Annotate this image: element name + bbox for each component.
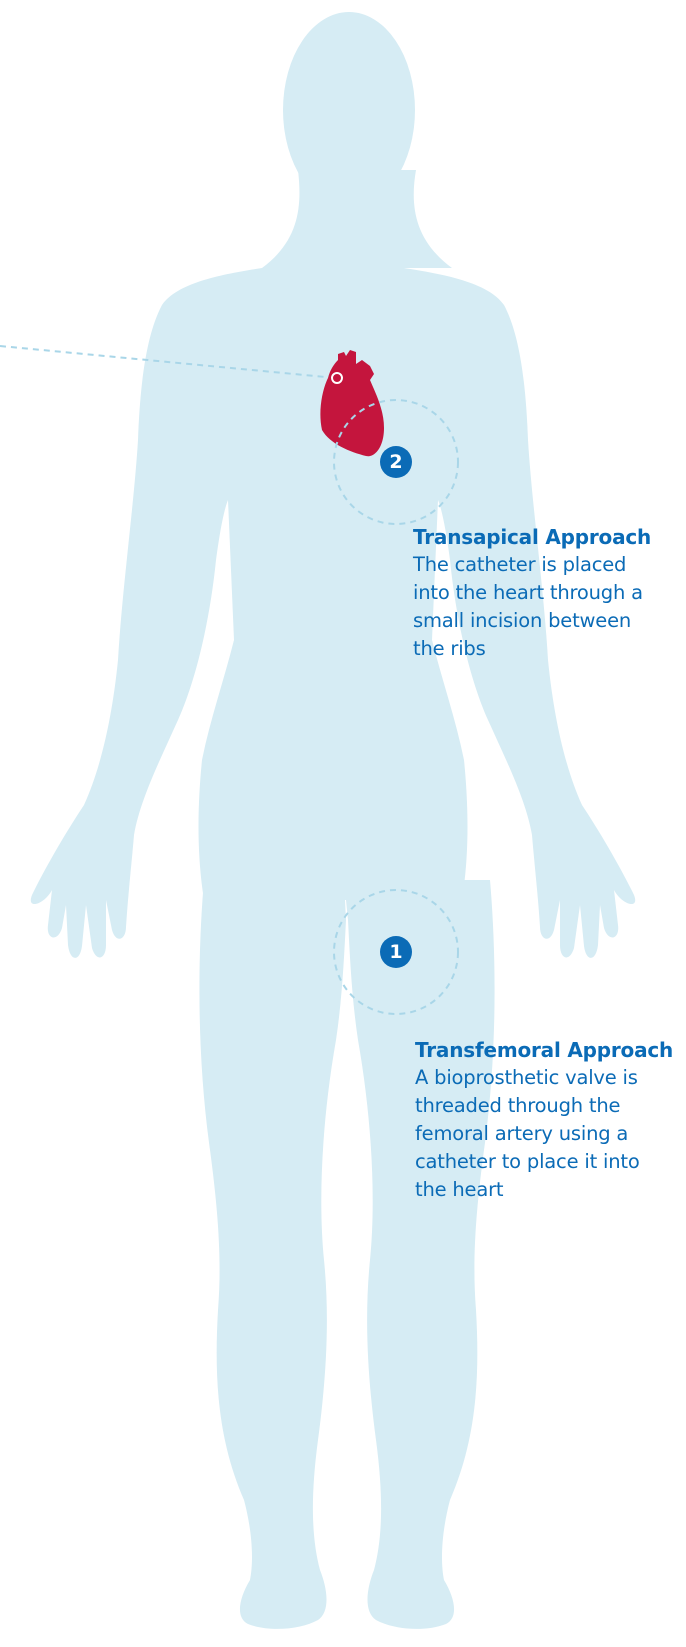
transapical-description: The catheter is placed into the heart th… — [413, 551, 653, 663]
step-badge-2: 2 — [380, 446, 412, 478]
left-leg — [199, 880, 346, 1629]
body-silhouette — [31, 12, 635, 1629]
transapical-title: Transapical Approach — [413, 523, 686, 551]
transfemoral-title: Transfemoral Approach — [415, 1036, 686, 1064]
pointer-ring-icon — [332, 373, 342, 383]
step-badge-1: 1 — [380, 936, 412, 968]
transfemoral-callout: Transfemoral Approach A bioprosthetic va… — [415, 1036, 686, 1204]
transapical-callout: Transapical Approach The catheter is pla… — [413, 523, 686, 663]
transfemoral-description: A bioprosthetic valve is threaded throug… — [415, 1064, 655, 1204]
neck — [262, 170, 452, 268]
right-leg — [344, 880, 495, 1629]
